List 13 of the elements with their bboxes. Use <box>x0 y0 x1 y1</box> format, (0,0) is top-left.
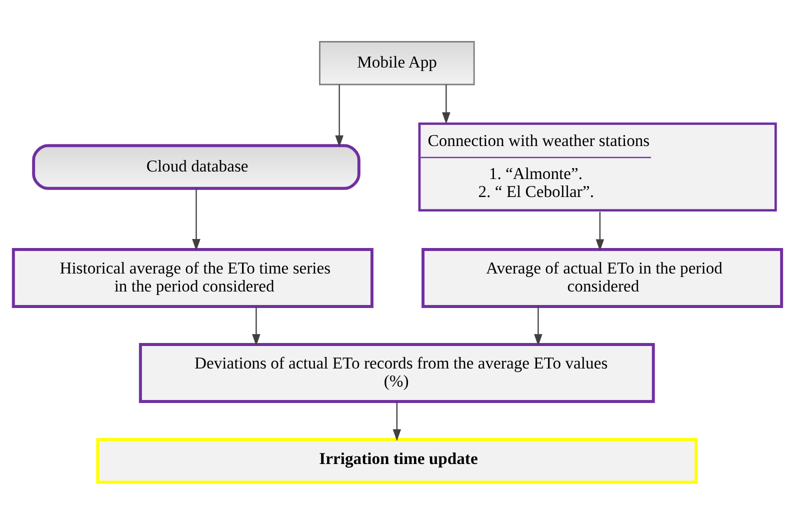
arrow <box>596 212 604 252</box>
node-box: Irrigation time update <box>96 438 698 484</box>
arrow <box>252 306 260 346</box>
arrow <box>335 84 344 148</box>
node-box: Mobile App <box>319 41 475 86</box>
arrow <box>442 84 450 124</box>
arrow <box>192 188 200 251</box>
node-box: Historical average of the ETo time series in the period considered <box>12 248 374 308</box>
arrow <box>534 306 542 346</box>
node-box: Deviations of actual ETo records from the average ETo values (%) <box>138 343 655 403</box>
node-box: Cloud database <box>32 144 360 190</box>
arrow <box>392 402 402 442</box>
node-box: Average of actual ETo in the period considered <box>422 248 784 308</box>
